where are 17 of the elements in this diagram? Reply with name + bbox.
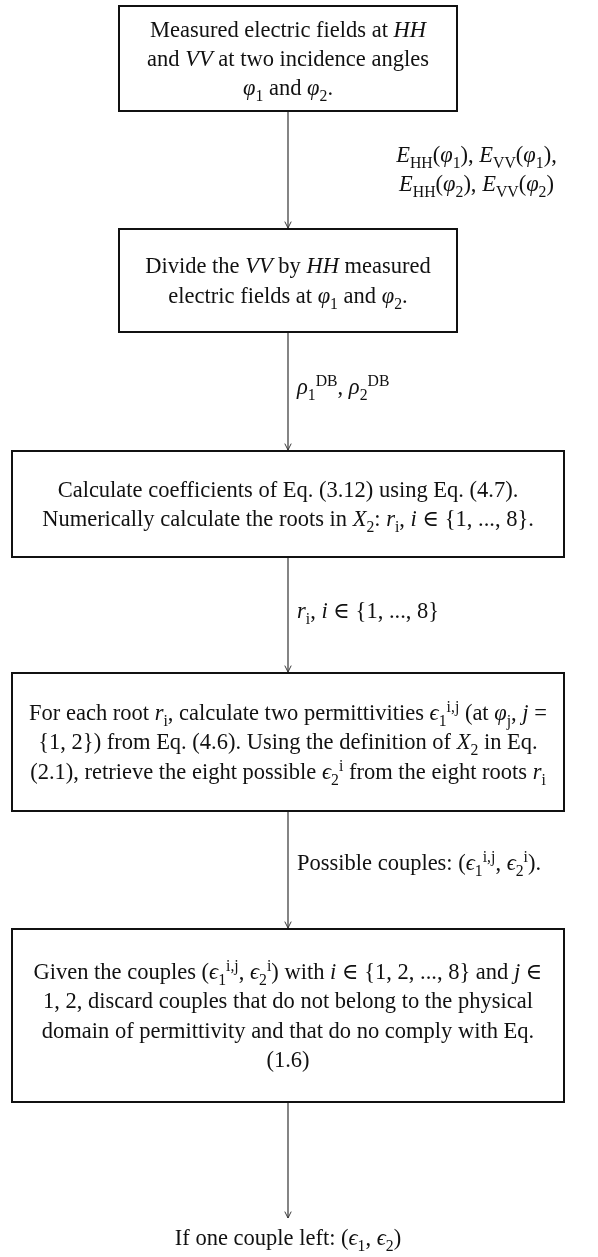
process-box: [11, 928, 565, 1103]
arrow: [284, 557, 292, 673]
result-text: If one couple left: (ϵ$_{1}$, ϵ$_{2}$): [174, 1224, 402, 1253]
process-box: [118, 228, 458, 333]
arrow: [284, 332, 292, 451]
process-box: [118, 5, 458, 112]
step-text: Divide the VV by HH measured electric fields at φ$_{1}$ and φ$_{2}$.: [144, 252, 432, 310]
step-text: Calculate coefficients of Eq. (3.12) using Eq. (4.7). Numerically calculate the roots in X$_{2}$: r$_{i}$, i ∈ {1, ..., 8}.: [41, 475, 535, 534]
step-text: For each root r$_{i}$, calculate two permittivities ϵ$_{1}$$^{i,j}$ (at φ$_{j}$, j = {1, 2}) from Eq. (4.6). Using the definition of X$_{2}$ in Eq. (2.1), retrieve the eight possible ϵ$_{2}$$^{i}$ from the eight roots r$_{i}$: [28, 698, 548, 786]
process-box: [11, 450, 565, 558]
step-text: Measured electric fields at HH and VV at two incidence angles φ$_{1}$ and φ$_{2}$.: [146, 15, 430, 103]
arrow: [284, 811, 292, 929]
edge-label: Possible couples: (ϵ$_{1}$$^{i,j}$, ϵ$_{2}$$^{i}$).: [297, 848, 542, 878]
arrow: [284, 111, 292, 229]
step-text: Given the couples (ϵ$_{1}$$^{i,j}$, ϵ$_{2}$$^{i}$) with i ∈ {1, 2, ..., 8} and j ∈ 1, 2, discard couples that do not belong to the physical domain of permittivity and that do no comply with Eq. (1.6): [32, 957, 544, 1074]
process-box: [11, 672, 565, 812]
arrow: [284, 1102, 292, 1219]
